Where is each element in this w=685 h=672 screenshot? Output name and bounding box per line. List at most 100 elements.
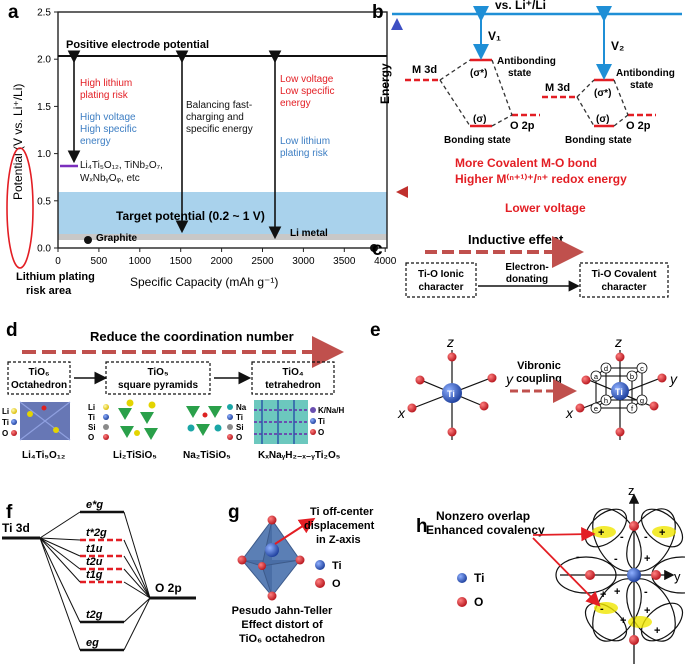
mo-label: e*g bbox=[86, 499, 103, 511]
o-atom-h-top bbox=[629, 521, 639, 531]
y-axis-label: Potential (V vs. Li⁺/Li) bbox=[11, 84, 25, 200]
o-atom-h-right bbox=[651, 570, 661, 580]
cube-corner-label: d bbox=[604, 364, 608, 373]
lto-structure bbox=[19, 401, 71, 441]
inductive-label: Inductive effect bbox=[468, 232, 564, 247]
cube-corner-a bbox=[590, 370, 602, 382]
correlation-line bbox=[123, 555, 151, 599]
correlation-line bbox=[123, 597, 151, 651]
cube-corner-label: c bbox=[640, 364, 644, 373]
svg-text:-: - bbox=[576, 551, 580, 563]
reduce-cn-label: Reduce the coordination number bbox=[90, 329, 294, 344]
y-label-e2: y bbox=[669, 371, 678, 387]
svg-text:Na: Na bbox=[236, 403, 247, 412]
cube-corner-d bbox=[600, 362, 612, 374]
plot-frame-a bbox=[57, 11, 388, 249]
correlation-line bbox=[123, 511, 151, 599]
graphite-point bbox=[84, 236, 92, 244]
x-tick-label: 1000 bbox=[129, 256, 152, 267]
vs-li-label: vs. Li⁺/Li bbox=[495, 0, 546, 12]
svg-text:O: O bbox=[2, 429, 8, 438]
target-potential-band bbox=[58, 192, 387, 240]
sigma-star-1: (σ*) bbox=[470, 68, 487, 79]
x-tick-label: 1500 bbox=[170, 256, 193, 267]
li2tisio5-structure bbox=[118, 399, 158, 440]
plating-band bbox=[58, 234, 387, 240]
ionic-box bbox=[405, 262, 477, 298]
svg-text:Si: Si bbox=[88, 423, 96, 432]
tio5-box bbox=[105, 361, 211, 395]
y-tick-label: 2.0 bbox=[37, 55, 51, 66]
tio4-box bbox=[251, 361, 335, 395]
z-label-e2: z bbox=[614, 334, 622, 350]
material-kxnayh: KₓNaᵧH₂₋ₓ₋ᵧTi₂O₅ bbox=[258, 450, 341, 461]
o-atom-right bbox=[295, 555, 305, 565]
y-tick-label: 0.5 bbox=[37, 196, 51, 207]
svg-text:+: + bbox=[659, 527, 665, 539]
cube-corner-c bbox=[636, 362, 648, 374]
svg-text:O: O bbox=[236, 433, 242, 442]
svg-text:Li: Li bbox=[2, 407, 9, 416]
o-atom-h-bottom bbox=[629, 635, 639, 645]
svg-text:-: - bbox=[608, 557, 612, 569]
material-li2tisio5: Li₂TiSiO₅ bbox=[113, 450, 157, 461]
correlation-line bbox=[39, 511, 81, 539]
cube-corner-f bbox=[626, 402, 638, 414]
cube-corner-label: f bbox=[631, 404, 634, 413]
positive-electrode-label: Positive electrode potential bbox=[66, 39, 209, 51]
cube-corner-b bbox=[626, 370, 638, 382]
mo-label: t2g bbox=[86, 609, 103, 621]
svg-text:-: - bbox=[620, 531, 624, 543]
materials-text: Li₄Ti₅O₁₂, TiNb₂O₇,WₓNbᵧOᵩ, etc bbox=[80, 160, 163, 184]
panel-label-b: b bbox=[372, 2, 384, 23]
svg-text:-: - bbox=[644, 586, 648, 598]
cube-corner-h bbox=[600, 394, 612, 406]
bonding-label-2: Bonding state bbox=[565, 135, 632, 146]
svg-text:O: O bbox=[88, 433, 94, 442]
offcenter-arrow bbox=[274, 517, 316, 545]
panel-a: a Positive electrode potential High lith… bbox=[6, 2, 397, 297]
svg-text:+: + bbox=[644, 605, 650, 617]
ti-atom-g bbox=[265, 543, 279, 557]
plating-risk-ellipse bbox=[6, 147, 34, 269]
overlap-region-4 bbox=[628, 616, 652, 628]
sigma-star-2: (σ*) bbox=[594, 88, 611, 99]
mo-label: t*2g bbox=[86, 527, 107, 539]
lower-voltage-text: Lower voltage bbox=[505, 201, 586, 215]
cube-corner-label: a bbox=[594, 372, 599, 381]
mo-label: t1u bbox=[86, 543, 103, 555]
redox-text: Higher M⁽ⁿ⁺¹⁾⁺/ⁿ⁺ redox energy bbox=[455, 172, 627, 186]
overlap-region-2 bbox=[652, 526, 676, 538]
x-tick-label: 3500 bbox=[333, 256, 356, 267]
correlation-line bbox=[39, 537, 81, 557]
li-metal-label: Li metal bbox=[290, 228, 328, 239]
octahedron-2 bbox=[575, 350, 667, 440]
cube-corner-label: b bbox=[630, 372, 634, 381]
graphite-label: Graphite bbox=[96, 233, 138, 244]
na2tisio5-structure bbox=[186, 406, 222, 436]
svg-text:-: - bbox=[614, 553, 618, 565]
o-legend-dot bbox=[315, 578, 325, 588]
x-tick-label: 0 bbox=[55, 256, 61, 267]
mo-label: t1g bbox=[86, 569, 103, 581]
energy-arrowhead bbox=[391, 18, 403, 30]
svg-text:Ti: Ti bbox=[318, 417, 325, 426]
target-potential-label: Target potential (0.2 ~ 1 V) bbox=[116, 209, 265, 223]
